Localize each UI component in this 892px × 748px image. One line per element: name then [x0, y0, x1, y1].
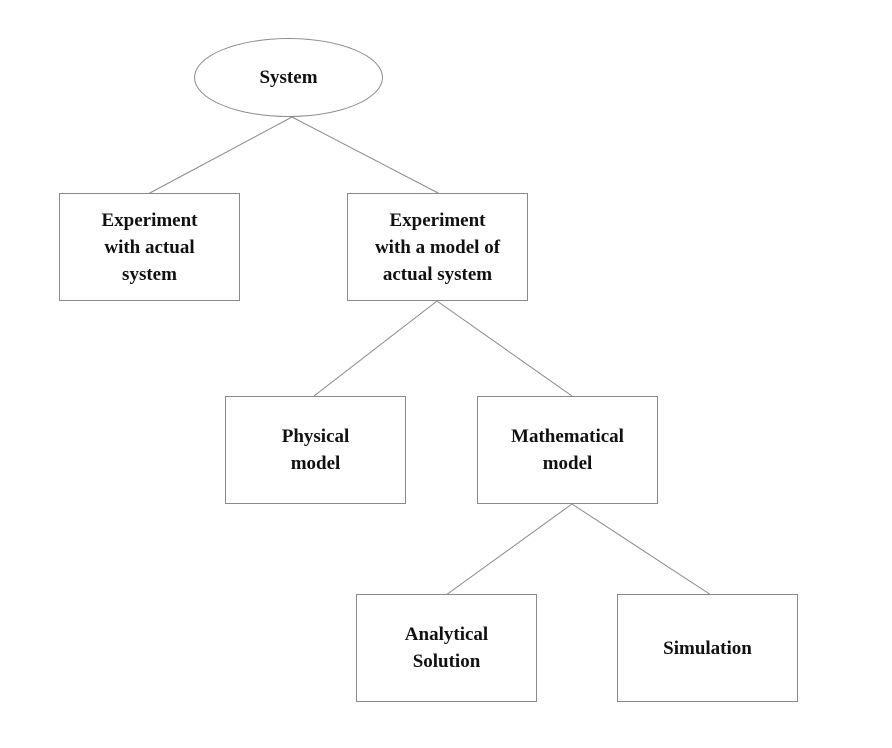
edge-system-to-experiment-model: [291, 116, 441, 195]
edge-system-to-experiment-actual: [147, 116, 293, 195]
node-experiment-actual-system-label: Experiment with actual system: [101, 209, 198, 285]
edge-experiment-model-to-physical-model: [313, 300, 438, 397]
node-mathematical-model-label: Mathematical model: [511, 426, 624, 474]
node-analytical-solution: Analytical Solution: [356, 594, 537, 702]
node-experiment-model-label: Experiment with a model of actual system: [374, 209, 501, 285]
edge-experiment-model-to-mathematical-model: [436, 300, 573, 397]
node-experiment-model: Experiment with a model of actual system: [347, 193, 528, 301]
edge-mathematical-model-to-analytical-solution: [445, 503, 573, 596]
node-system: System: [194, 38, 383, 117]
node-experiment-actual-system: Experiment with actual system: [59, 193, 240, 301]
node-system-label: System: [259, 67, 318, 88]
node-simulation-label: Simulation: [663, 637, 752, 659]
node-physical-model: Physical model: [225, 396, 406, 504]
edge-mathematical-model-to-simulation: [571, 503, 712, 596]
node-mathematical-model: Mathematical model: [477, 396, 658, 504]
node-analytical-solution-label: Analytical Solution: [404, 624, 489, 672]
node-simulation: Simulation: [617, 594, 798, 702]
node-physical-model-label: Physical model: [281, 426, 350, 474]
